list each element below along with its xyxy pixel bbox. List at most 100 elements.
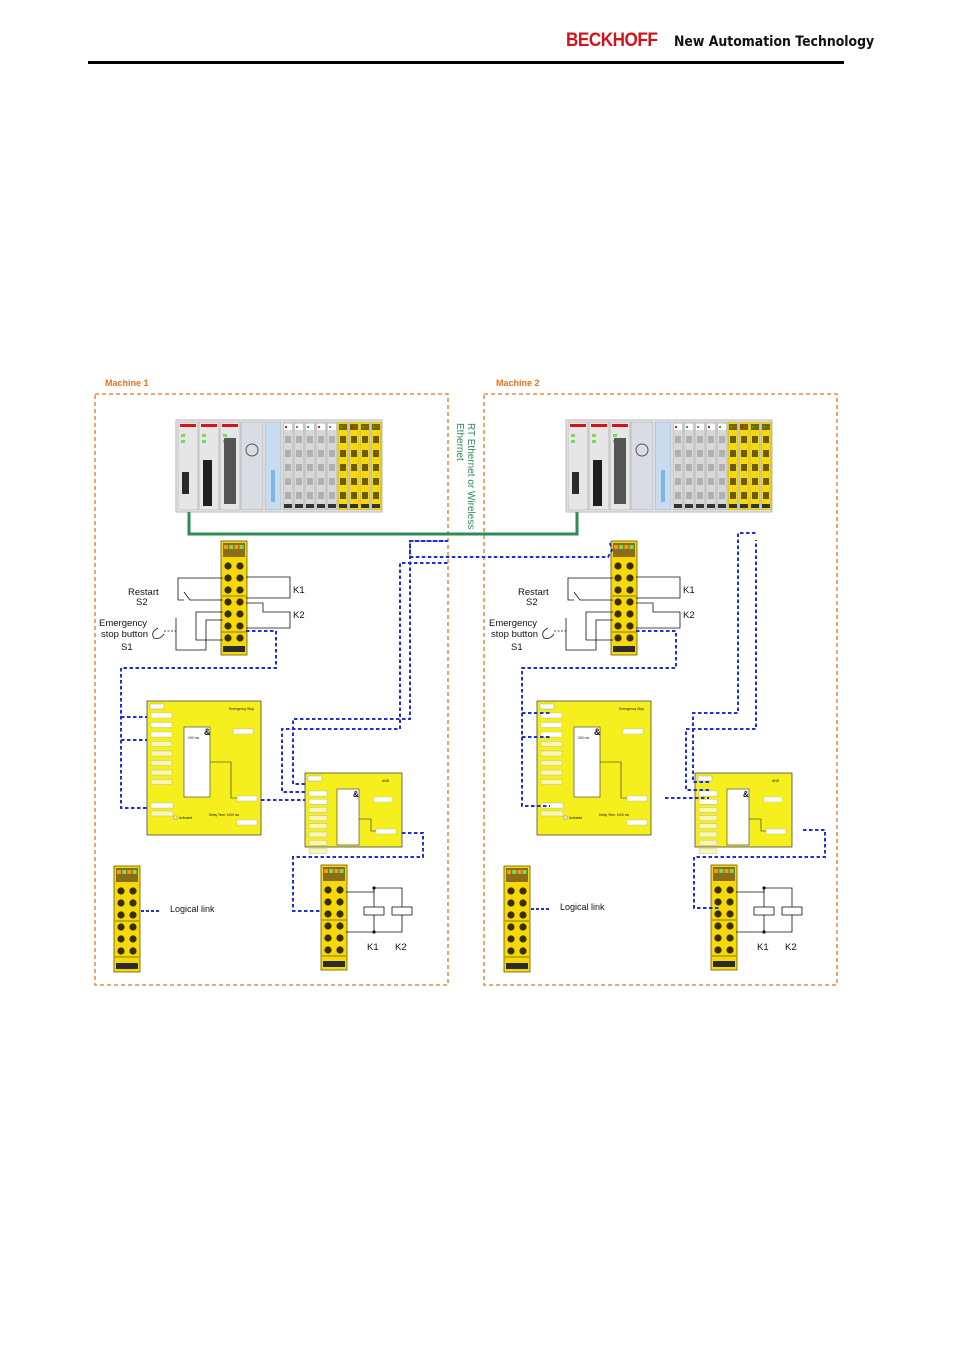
header-rule [88,61,844,64]
m2-and-block-and-symbol: & [743,790,749,799]
io-contact [697,450,703,457]
io-terminal-head [751,424,759,430]
io-contact [296,478,302,485]
coupler-strip [271,470,275,502]
m1-legend-terminal-led [122,870,127,874]
m2-legend-terminal-divider [505,956,529,958]
io-contact [730,436,736,443]
m2-k2-label: K2 [683,610,695,621]
io-contact [285,464,291,471]
m2-output-terminal-led [724,869,729,873]
cpu-brand-strip [180,424,196,427]
io-contact [752,464,758,471]
m1-output-terminal-contact [336,898,344,906]
io-contact [697,464,703,471]
m1-legend-terminal-contact [117,887,125,895]
display-knob [245,443,259,457]
io-contact [362,478,368,485]
m2-estop-block-param [622,728,644,735]
m1-legend-terminal-contact [117,899,125,907]
m1-input-terminal [220,540,248,656]
io-contact [329,478,335,485]
io-contact [675,478,681,485]
io-contact [763,478,769,485]
m1-and-block-wire [359,818,376,832]
machine-2-title: Machine 2 [496,378,540,388]
io-contact [296,436,302,443]
m2-output-terminal-label-plate [713,961,735,967]
m1-input-terminal-contact [224,598,232,606]
m1-out-k2: K2 [395,942,407,953]
io-contact [318,492,324,499]
io-label [339,504,347,508]
m2-and-block-wire [749,818,766,832]
m2-estop-block-id [539,703,555,710]
io-led [329,426,331,428]
m1-estop-block-out1 [236,795,258,802]
io-label [295,504,303,508]
m1-legend-terminal-led [127,870,132,874]
m2-input-terminal-contact [626,622,634,630]
m2-estop-block-input [540,750,563,757]
m2-out-k1: K1 [757,942,769,953]
m2-legend-terminal-led [522,870,527,874]
m2-relay-k1 [753,906,775,916]
io-contact [362,450,368,457]
m2-input-terminal-contact [626,562,634,570]
io-led [741,426,743,428]
io-led [362,426,364,428]
io-contact [307,478,313,485]
m1-input-terminal-contact [236,574,244,582]
io-contact [351,436,357,443]
m1-output-terminal-leds [323,867,345,881]
machine-1-title: Machine 1 [105,378,149,388]
io-contact [285,436,291,443]
io-label [317,504,325,508]
m2-estop-block-wire [600,761,627,799]
io-contact [340,478,346,485]
m2-and-block-input [698,807,718,813]
io-led [373,426,375,428]
io-contact [741,436,747,443]
m1-legend-terminal-contact [129,923,137,931]
io-contact [329,436,335,443]
m2-logical-link-0 [521,630,677,807]
m2-output-terminal-led [729,869,734,873]
m2-estop-label-1: Emergency [489,618,537,629]
m2-output-terminal-contact [714,922,722,930]
io-contact [697,436,703,443]
io-terminal-head [762,424,770,430]
m2-legend-terminal-contact [507,923,515,931]
io-contact [340,450,346,457]
display-module [630,421,654,511]
m1-logical-link-6 [292,832,424,912]
m1-restart-label: Restart [128,587,159,598]
m2-and-block-input [698,840,718,846]
io-contact [285,450,291,457]
m2-legend-terminal-contact [507,911,515,919]
cpu-led [202,440,206,443]
m2-input-terminal-contact [614,574,622,582]
io-contact [362,464,368,471]
m1-logical-link-4 [292,540,448,785]
cpu-port [182,472,189,494]
m1-estop-id: S1 [121,642,133,653]
m2-estop-block-input [540,769,563,776]
m2-input-terminal-contact [626,586,634,594]
io-label [762,504,770,508]
m1-estop-block-restart-in [150,802,174,809]
m2-legend-terminal-led [517,870,522,874]
io-contact [675,464,681,471]
io-label [328,504,336,508]
io-contact [362,492,368,499]
m1-and-block-input [308,790,328,797]
m2-estop-block-and-symbol: & [594,727,601,737]
m1-and-block-and-symbol: & [353,790,359,799]
m2-estop-block-input [540,722,563,728]
display-module [240,421,264,511]
m2-output-terminal-led [719,869,724,873]
m2-legend-terminal-contact [507,899,515,907]
m2-and-block-and-box [726,788,750,846]
io-led [708,426,710,428]
m2-legend-terminal [503,865,531,973]
